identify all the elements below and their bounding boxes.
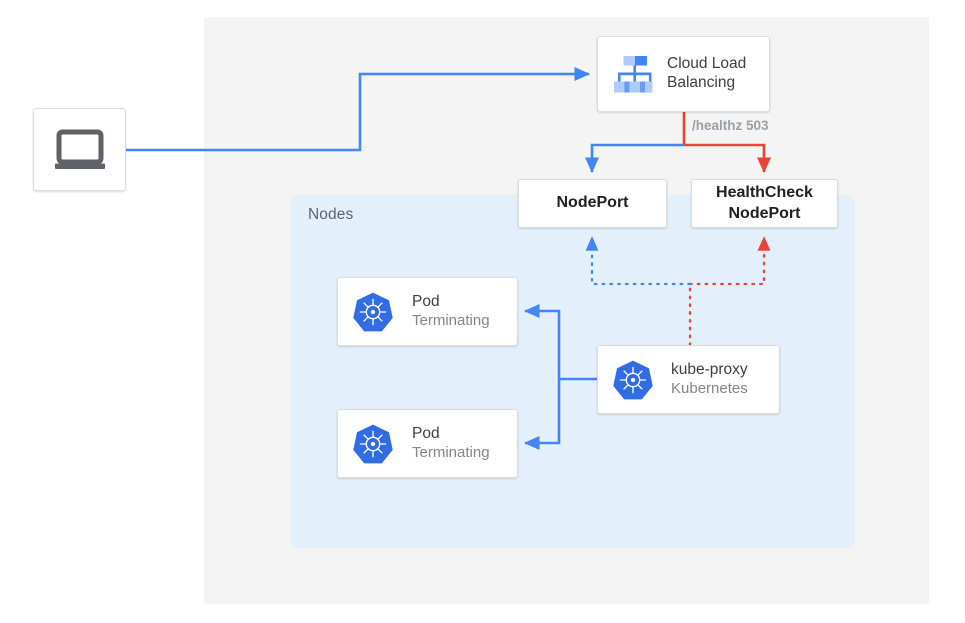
laptop-icon xyxy=(53,129,107,171)
pod-2-title: Pod xyxy=(412,424,440,442)
pod-1-texts: Pod Terminating xyxy=(412,293,490,330)
nodeport-box[interactable]: NodePort xyxy=(518,179,667,228)
cloud-load-balancing-title: Cloud Load Balancing xyxy=(667,55,747,91)
pod-2-texts: Pod Terminating xyxy=(412,425,490,462)
nodeport-title: NodePort xyxy=(556,194,629,212)
pod-1-status: Terminating xyxy=(412,311,490,329)
kubernetes-icon xyxy=(612,359,654,401)
client-box[interactable] xyxy=(33,108,126,191)
healthcheck-nodeport-box[interactable]: HealthCheck NodePort xyxy=(691,179,838,228)
cloud-load-balancing-box[interactable]: Cloud Load Balancing xyxy=(597,36,770,112)
kubernetes-icon xyxy=(352,291,394,333)
pod-box-2[interactable]: Pod Terminating xyxy=(337,409,518,478)
kube-proxy-title: kube-proxy xyxy=(671,360,748,378)
pod-1-title: Pod xyxy=(412,292,440,310)
pod-2-status: Terminating xyxy=(412,443,490,461)
kube-proxy-texts: kube-proxy Kubernetes xyxy=(671,361,748,398)
healthz-edge-label: /healthz 503 xyxy=(692,118,769,133)
healthcheck-nodeport-title: HealthCheck NodePort xyxy=(716,184,813,222)
kube-proxy-subtitle: Kubernetes xyxy=(671,379,748,397)
nodeport-texts: NodePort xyxy=(557,193,629,213)
kubernetes-icon xyxy=(352,423,394,465)
cloud-load-balancing-texts: Cloud Load Balancing xyxy=(667,55,746,93)
kube-proxy-box[interactable]: kube-proxy Kubernetes xyxy=(597,345,780,414)
healthcheck-nodeport-texts: HealthCheck NodePort xyxy=(716,183,813,224)
cloud-load-balancing-icon xyxy=(609,53,655,95)
nodes-region-label: Nodes xyxy=(308,206,354,223)
pod-box-1[interactable]: Pod Terminating xyxy=(337,277,518,346)
